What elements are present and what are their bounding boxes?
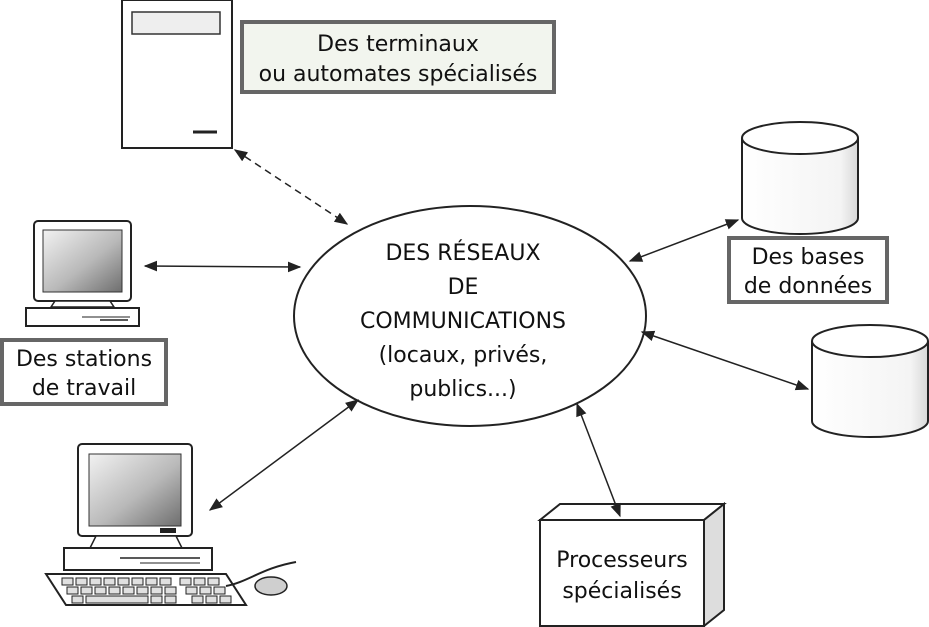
double-arrow (640, 330, 810, 391)
database-cylinder-icon (741, 121, 859, 235)
processors-label-line: spécialisés (562, 579, 682, 604)
databases-label: Des bases de données (727, 236, 889, 304)
dashed-arrow (233, 149, 349, 225)
network-label: DES RÉSEAUX DE COMMUNICATIONS (locaux, p… (318, 237, 608, 407)
double-arrow (208, 399, 360, 511)
workstations-label: Des stations de travail (0, 338, 168, 406)
workstations-label-line: de travail (31, 376, 137, 401)
double-arrow (628, 219, 740, 262)
network-label-line: DES RÉSEAUX (385, 241, 541, 266)
network-label-line: DE (447, 275, 479, 300)
network-label-line: publics...) (409, 377, 517, 402)
databases-label-line: Des bases (751, 245, 865, 270)
double-arrow (576, 402, 621, 518)
databases-label-line: de données (743, 274, 873, 299)
terminals-label-line: ou automates spécialisés (258, 62, 538, 87)
terminal-tower-icon (121, 0, 233, 149)
terminals-label: Des terminaux ou automates spécialisés (240, 20, 556, 94)
desktop-computer-icon (44, 443, 297, 606)
database-cylinder-icon (811, 324, 929, 438)
processors-label-line: Processeurs (556, 548, 688, 573)
workstations-label-line: Des stations (15, 347, 153, 372)
network-label-line: COMMUNICATIONS (359, 309, 567, 334)
network-ellipse (293, 205, 647, 427)
network-label-line: (locaux, privés, (378, 343, 548, 368)
workstation-computer-icon (25, 220, 140, 327)
terminals-label-line: Des terminaux (317, 32, 479, 57)
processors-label: Processeurs spécialisés (542, 545, 702, 607)
double-arrow (143, 260, 302, 273)
